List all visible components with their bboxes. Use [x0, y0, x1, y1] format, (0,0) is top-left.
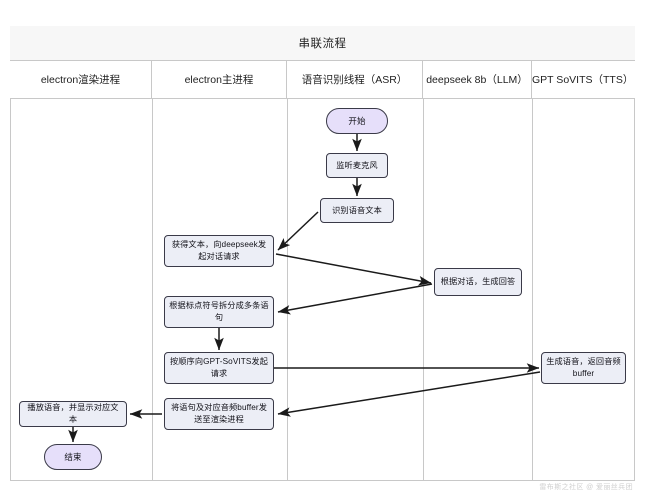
lane-header-main: electron主进程	[152, 61, 287, 98]
diagram-title: 串联流程	[298, 38, 347, 50]
node-recognize-speech-text[interactable]: 识别语音文本	[320, 198, 394, 223]
lane-separator-4	[532, 99, 533, 481]
watermark-text: 雷布斯之社区 @ 爱丽丝兵团	[539, 484, 633, 491]
node-get-text-request-deepseek[interactable]: 获得文本，向deepseek发起对话请求	[164, 235, 274, 267]
node-generate-audio-buffer[interactable]: 生成语音，返回音频buffer	[541, 352, 626, 384]
node-play-and-display-text[interactable]: 播放语音，并显示对应文本	[19, 401, 127, 427]
lane-header-llm: deepseek 8b（LLM）	[423, 61, 532, 98]
lane-header-asr: 语音识别线程（ASR）	[287, 61, 423, 98]
lane-separator-2	[287, 99, 288, 481]
lane-separator-3	[423, 99, 424, 481]
diagram-title-band: 串联流程	[10, 26, 635, 61]
node-split-by-punctuation[interactable]: 根据标点符号拆分成多条语句	[164, 296, 274, 328]
lane-header-tts: GPT SoVITS（TTS）	[532, 74, 634, 86]
lane-header-row: electron渲染进程 electron主进程 语音识别线程（ASR） dee…	[10, 61, 635, 99]
node-start[interactable]: 开始	[326, 108, 388, 134]
node-request-gpt-sovits[interactable]: 按顺序向GPT-SoVITS发起请求	[164, 352, 274, 384]
node-end[interactable]: 结束	[44, 444, 102, 470]
lane-header-renderer: electron渲染进程	[10, 61, 152, 98]
node-listen-microphone[interactable]: 监听麦克风	[326, 153, 388, 178]
node-llm-generate-answer[interactable]: 根据对话，生成回答	[434, 268, 522, 296]
lane-separator-1	[152, 99, 153, 481]
node-send-to-renderer[interactable]: 将语句及对应音频buffer发送至渲染进程	[164, 398, 274, 430]
